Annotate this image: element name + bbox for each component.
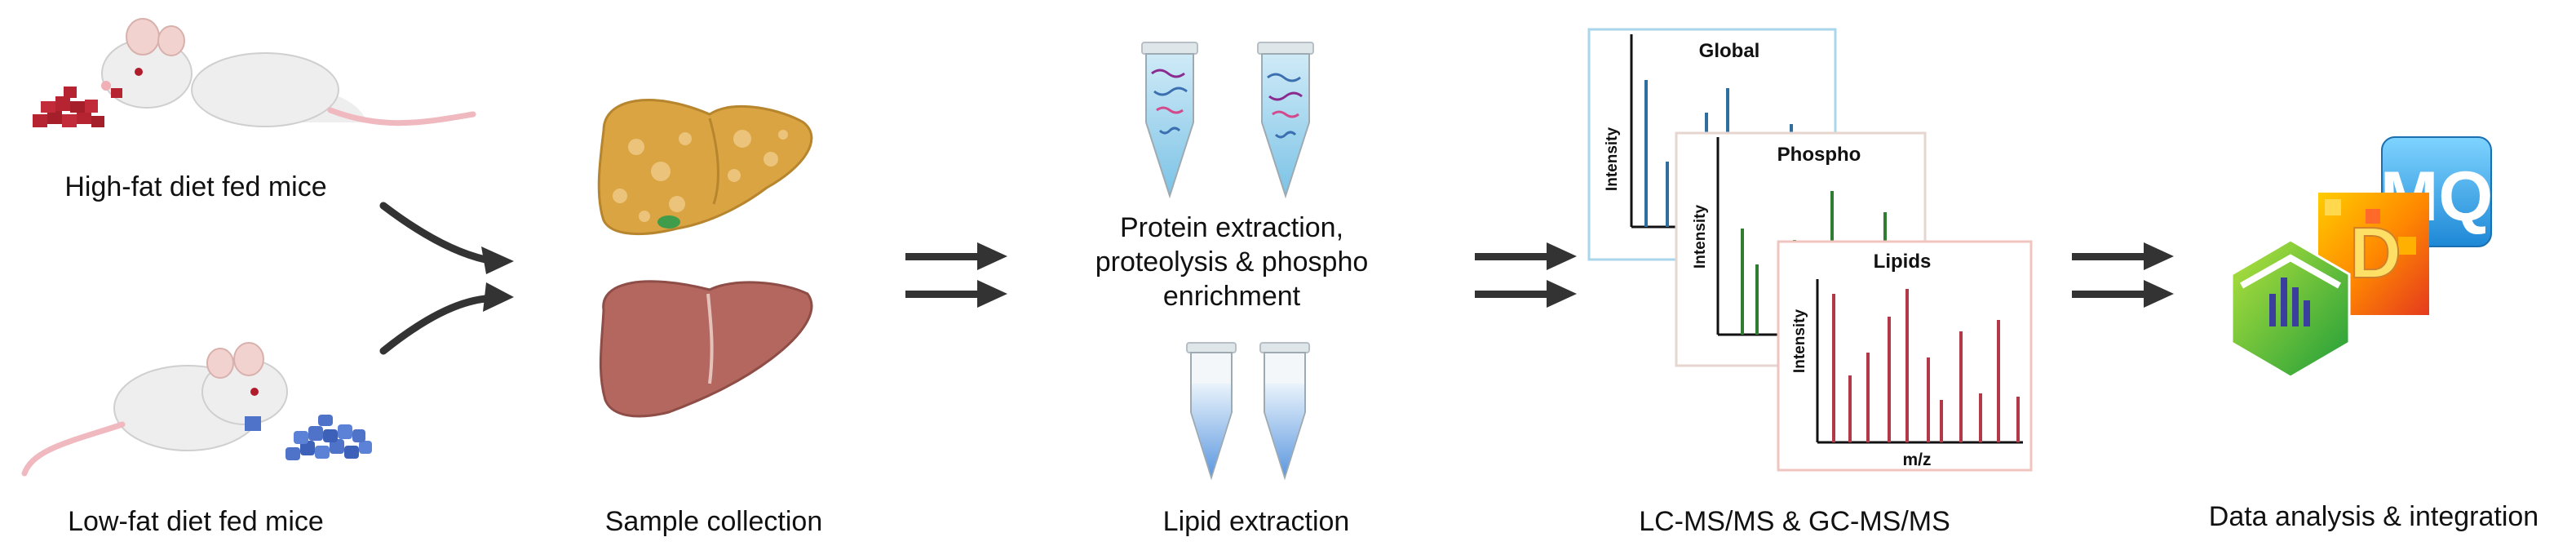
protein-extraction-line1: Protein extraction,	[1119, 212, 1344, 243]
lipid-tube-icon	[1186, 342, 1237, 481]
high-fat-label: High-fat diet fed mice	[64, 171, 327, 202]
protein-tube-icon	[1257, 42, 1314, 199]
low-fat-pellets-icon	[285, 415, 372, 460]
lipids-spectrum-title: Lipids	[1874, 251, 1932, 273]
lipids-spectrum-xlabel: m/z	[1902, 451, 1931, 469]
converging-arrows	[379, 202, 489, 355]
lcms-label: LC-MS/MS & GC-MS/MS	[1639, 506, 1950, 537]
low-fat-label: Low-fat diet fed mice	[68, 506, 324, 537]
protein-extraction-line3: enrichment	[1162, 281, 1301, 312]
skyline-hex-logo	[2230, 238, 2351, 379]
arrowhead	[483, 282, 514, 312]
phospho-spectrum-title: Phospho	[1777, 144, 1861, 166]
data-analysis-label: Data analysis & integration	[2208, 501, 2539, 532]
low-fat-mouse-icon	[21, 342, 288, 477]
phospho-spectrum-ylabel: Intensity	[1692, 205, 1709, 269]
protein-extraction-label: Protein extraction, proteolysis & phosph…	[1060, 211, 1403, 313]
lipid-extraction-label: Lipid extraction	[1162, 506, 1350, 537]
healthy-liver-icon	[599, 280, 813, 418]
double-arrow	[2072, 242, 2174, 308]
high-fat-pellets-icon	[33, 87, 122, 127]
lipid-tube-icon	[1259, 342, 1310, 481]
double-arrow	[905, 242, 1007, 308]
high-fat-mouse-icon	[101, 18, 476, 127]
global-spectrum-title: Global	[1699, 40, 1760, 62]
fatty-liver-icon	[597, 99, 813, 235]
sample-collection-label: Sample collection	[604, 506, 823, 537]
arrowhead	[481, 246, 514, 274]
global-spectrum-ylabel: Intensity	[1604, 127, 1621, 192]
protein-extraction-line2: proteolysis & phospho	[1095, 246, 1369, 278]
protein-tube-icon	[1141, 42, 1198, 199]
lipids-spectrum-panel: Lipids Intensity m/z	[1777, 240, 2033, 472]
lipids-spectrum-ylabel: Intensity	[1791, 309, 1808, 374]
diann-logo-text: D	[2349, 212, 2401, 293]
double-arrow	[1475, 242, 1577, 308]
